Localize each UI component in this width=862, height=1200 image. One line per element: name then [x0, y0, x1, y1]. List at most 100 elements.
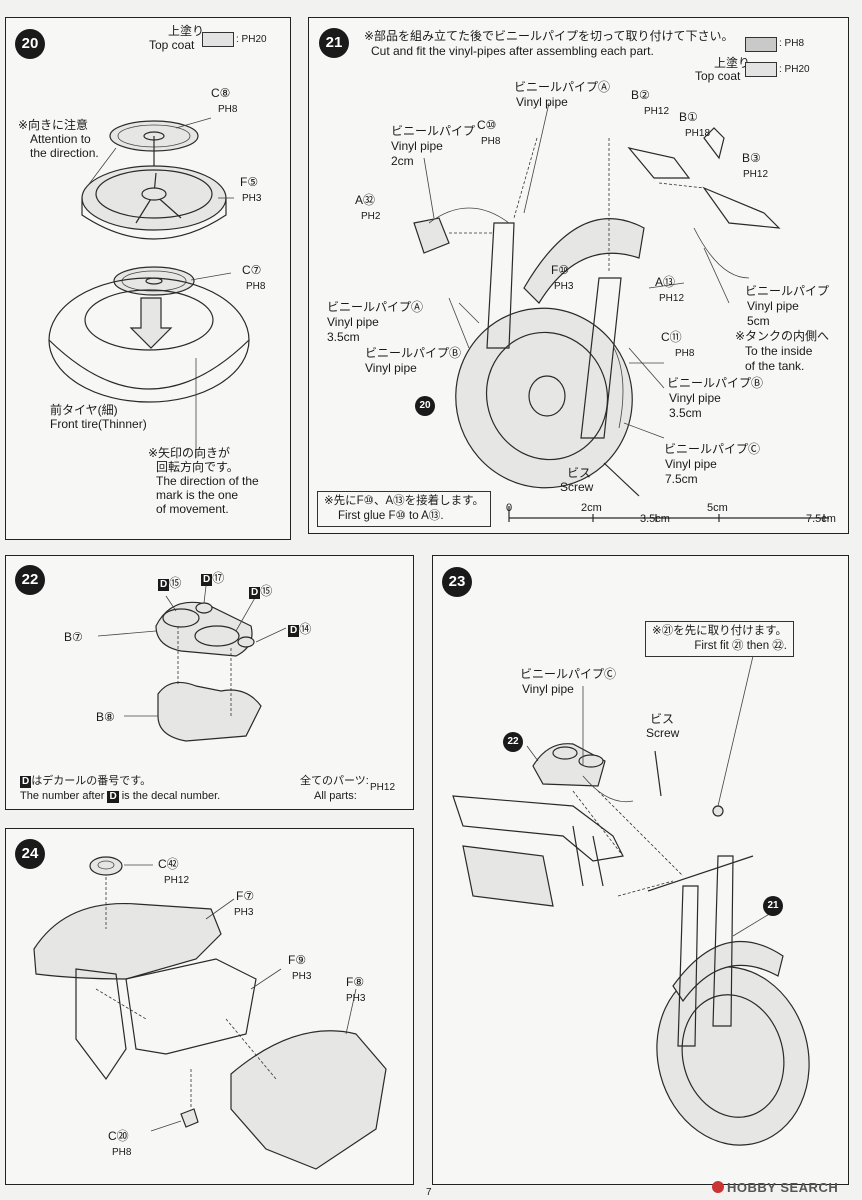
- part-f8-color: PH3: [346, 993, 366, 1004]
- part-b2-color: PH12: [644, 106, 670, 117]
- part-f8-label: F⑧: [346, 975, 365, 989]
- part-c11-label: C⑪: [661, 330, 682, 344]
- part-b1-label: B①: [679, 110, 698, 124]
- ref-step-21: 21: [763, 896, 783, 916]
- vinyl-pipe-2cm-jp: ビニールパイプ: [391, 124, 476, 138]
- swatch-ph20: [745, 62, 777, 77]
- part-f9-color: PH3: [292, 971, 312, 982]
- ruler-label-75cm: 7.5cm: [806, 513, 836, 525]
- part-c42-color: PH12: [164, 875, 190, 886]
- part-f10-color: PH3: [554, 281, 574, 292]
- screw-jp: ビス: [567, 466, 592, 480]
- all-parts-en: All parts:: [314, 790, 357, 802]
- attention-en-2: the direction.: [30, 146, 99, 160]
- step-number-24: 24: [15, 839, 45, 869]
- part-b3-label: B③: [742, 151, 761, 165]
- step-23-panel: 23 ※㉑を先に取り付けます。 First fit ㉑ then ㉒.: [432, 555, 849, 1185]
- screw-en: Screw: [560, 480, 594, 494]
- vinyl-pipe-b-en: Vinyl pipe: [365, 361, 417, 375]
- topcoat-en-21: Top coat: [695, 69, 741, 83]
- fit-order-jp: ※㉑を先に取り付けます。: [652, 625, 787, 637]
- part-c7-color: PH8: [246, 281, 266, 292]
- arrow-note-jp-2: 回転方向です。: [156, 460, 239, 474]
- step-22-illustration: [97, 585, 287, 742]
- step-21-illustration: [413, 102, 829, 522]
- topcoat-code: : PH20: [236, 34, 267, 45]
- tank-note-en-1: To the inside: [745, 344, 813, 358]
- part-b8-label: B⑧: [96, 710, 115, 724]
- part-f5-label: F⑤: [240, 175, 259, 189]
- attention-en-1: Attention to: [30, 132, 91, 146]
- part-c10-color: PH8: [481, 136, 501, 147]
- vinyl-pipe-5cm-jp: ビニールパイプ: [745, 284, 830, 298]
- decal-note-en: The number after D is the decal number.: [20, 790, 221, 803]
- vinyl-pipe-a-35-en: Vinyl pipe: [327, 315, 379, 329]
- step-23-illustration: [452, 655, 810, 1146]
- vinyl-pipe-a-jp: ビニールパイプⒶ: [514, 80, 611, 94]
- vinyl-pipe-c-len: 7.5cm: [665, 472, 698, 486]
- step-24-panel: 24 C㊷ PH12 F⑦ PH3 F⑨ PH3 F⑧ PH3 C⑳ PH8: [5, 828, 414, 1185]
- part-a13-label: A⑬: [655, 275, 676, 289]
- part-f7-color: PH3: [234, 907, 254, 918]
- part-c11-color: PH8: [675, 348, 695, 359]
- part-f7-label: F⑦: [236, 889, 255, 903]
- part-c20-label: C⑳: [108, 1129, 129, 1143]
- vinyl-pipe-2cm-len: 2cm: [391, 154, 414, 168]
- attention-jp: ※向きに注意: [18, 118, 89, 132]
- glue-note-en: First glue F⑩ to A⑬.: [338, 510, 444, 522]
- topcoat-jp: 上塗り: [168, 24, 205, 38]
- arrow-note-en-2: mark is the one: [156, 488, 239, 502]
- ruler-label-35cm: 3.5cm: [640, 513, 670, 525]
- ref-step-20: 20: [415, 396, 435, 416]
- screw-en-23: Screw: [646, 726, 680, 740]
- vinyl-pipe-b-35-len: 3.5cm: [669, 406, 702, 420]
- tank-note-en-2: of the tank.: [745, 359, 805, 373]
- hobby-search-logo: HOBBY SEARCH: [712, 1180, 838, 1195]
- front-tire-jp: 前タイヤ(細): [50, 403, 118, 417]
- arrow-note-jp-1: ※矢印の向きが: [148, 446, 231, 460]
- hobby-search-icon: [712, 1181, 724, 1193]
- vinyl-pipe-c-jp-23: ビニールパイプⒸ: [520, 667, 617, 681]
- vinyl-pipe-c-en-23: Vinyl pipe: [522, 682, 574, 696]
- part-a13-color: PH12: [659, 293, 685, 304]
- step-24-illustration: [33, 856, 387, 1170]
- vinyl-pipe-c-en: Vinyl pipe: [665, 457, 717, 471]
- topcoat-jp-21: 上塗り: [714, 56, 751, 70]
- vinyl-pipe-2cm-en: Vinyl pipe: [391, 139, 443, 153]
- part-b3-color: PH12: [743, 169, 769, 180]
- step-20-illustration: [48, 117, 250, 458]
- part-a32-label: A㉜: [355, 193, 376, 207]
- part-f5-color: PH3: [242, 193, 262, 204]
- vinyl-pipe-c-jp: ビニールパイプⒸ: [664, 442, 761, 456]
- ruler-label-2cm: 2cm: [581, 502, 602, 514]
- screw-jp-23: ビス: [650, 712, 675, 726]
- tank-note-jp: ※タンクの内側へ: [735, 329, 830, 343]
- part-c42-label: C㊷: [158, 857, 179, 871]
- instruction-jp: ※部品を組み立てた後でビニールパイプを切って取り付けて下さい。: [364, 29, 734, 43]
- part-b2-label: B②: [631, 88, 650, 102]
- part-b1-color: PH18: [685, 128, 711, 139]
- swatch-ph8-code: : PH8: [779, 38, 805, 49]
- all-parts-jp: 全てのパーツ:: [300, 775, 369, 787]
- part-c10-label: C⑩: [477, 118, 497, 132]
- instruction-en: Cut and fit the vinyl-pipes after assemb…: [371, 44, 654, 58]
- topcoat-en: Top coat: [149, 38, 195, 52]
- step-number-23: 23: [442, 567, 472, 597]
- fit-order-en: First fit ㉑ then ㉒.: [694, 640, 787, 652]
- part-a32-color: PH2: [361, 211, 381, 222]
- step-20-panel: 20 上塗り Top coat : PH20 C⑧ PH8 ※向きに注意 Att: [5, 17, 291, 540]
- vinyl-pipe-a-35-len: 3.5cm: [327, 330, 360, 344]
- vinyl-pipe-b-35-jp: ビニールパイプⒷ: [667, 376, 764, 390]
- ruler-label-0: 0: [506, 502, 513, 514]
- arrow-note-en-3: of movement.: [156, 502, 229, 516]
- page-number: 7: [426, 1187, 432, 1198]
- vinyl-pipe-a-35-jp: ビニールパイプⒶ: [327, 300, 424, 314]
- vinyl-pipe-5cm-len: 5cm: [747, 314, 770, 328]
- ruler-label-5cm: 5cm: [707, 502, 728, 514]
- vinyl-pipe-5cm-en: Vinyl pipe: [747, 299, 799, 313]
- fit-order-note: ※㉑を先に取り付けます。 First fit ㉑ then ㉒.: [645, 621, 794, 657]
- part-f10-label: F⑩: [551, 263, 570, 277]
- arrow-note-en-1: The direction of the: [156, 474, 259, 488]
